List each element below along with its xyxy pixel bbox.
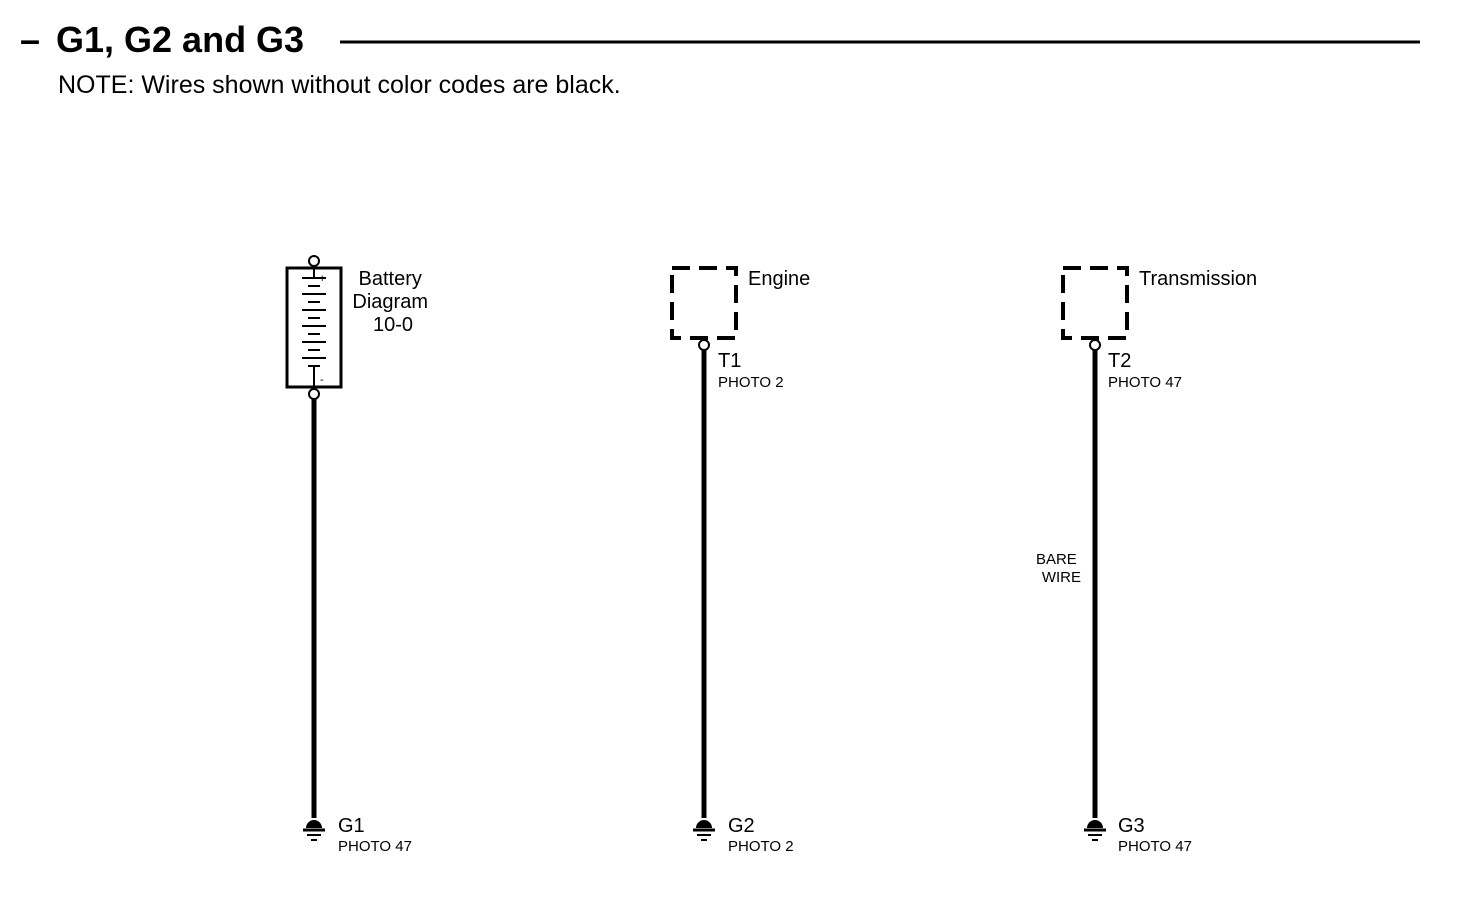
- terminal-t2-photo: PHOTO 47: [1108, 374, 1182, 391]
- ground-icon: [1087, 820, 1103, 828]
- page-title: G1, G2 and G3: [56, 19, 304, 60]
- terminal-t1-photo: PHOTO 2: [718, 374, 784, 391]
- ground-g1: G1 PHOTO 47: [303, 815, 412, 855]
- ground-g2: G2 PHOTO 2: [693, 815, 794, 855]
- bare-wire-label: BARE WIRE: [1036, 551, 1081, 586]
- ground-g1-label: G1: [338, 815, 365, 837]
- transmission-circuit: Transmission T2 PHOTO 47 BARE WIRE: [1036, 266, 1257, 818]
- ground-icon: [696, 820, 712, 828]
- battery-minus-sign: -: [320, 374, 324, 386]
- color-code-note: NOTE: Wires shown without color codes ar…: [58, 71, 621, 99]
- battery-cells: [302, 267, 326, 388]
- engine-circuit: Engine T1 PHOTO 2: [670, 266, 810, 818]
- battery-positive-terminal: [308, 255, 320, 267]
- title-dash: –: [20, 19, 40, 60]
- transmission-label: Transmission: [1139, 268, 1257, 290]
- ground-g2-photo: PHOTO 2: [728, 838, 794, 855]
- battery-circuit: + - Battery Diagram 10-0: [285, 255, 433, 818]
- transmission-component-box: [1061, 266, 1129, 340]
- battery-negative-terminal: [308, 388, 320, 400]
- battery-plus-sign: +: [319, 273, 325, 285]
- terminal-t2: [1089, 339, 1101, 351]
- ground-icon: [306, 820, 322, 828]
- ground-g3: G3 PHOTO 47: [1084, 815, 1192, 855]
- engine-component-box: [670, 266, 738, 340]
- battery-label: Battery Diagram 10-0: [352, 268, 433, 336]
- diagram-header: – G1, G2 and G3 NOTE: Wires shown withou…: [20, 19, 1420, 99]
- terminal-t1: [698, 339, 710, 351]
- terminal-t1-label: T1: [718, 350, 741, 372]
- ground-g3-photo: PHOTO 47: [1118, 838, 1192, 855]
- ground-g1-photo: PHOTO 47: [338, 838, 412, 855]
- ground-g2-label: G2: [728, 815, 755, 837]
- ground-g3-label: G3: [1118, 815, 1145, 837]
- terminal-t2-label: T2: [1108, 350, 1131, 372]
- engine-label: Engine: [748, 268, 810, 290]
